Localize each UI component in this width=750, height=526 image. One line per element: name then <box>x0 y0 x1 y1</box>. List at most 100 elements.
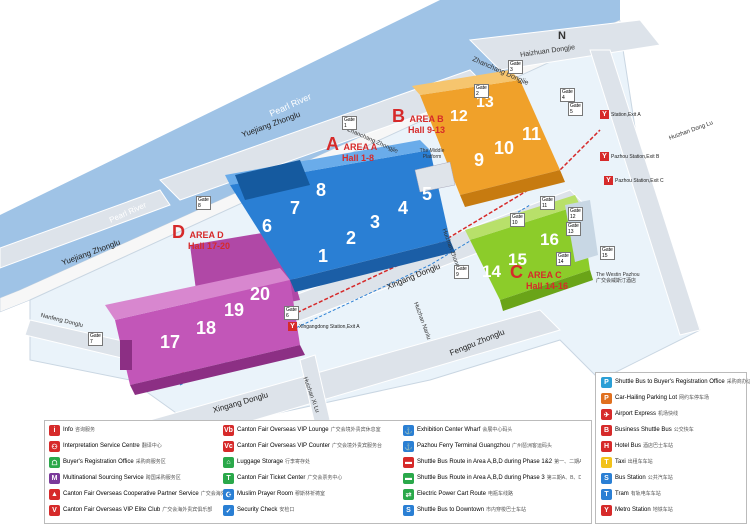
legend-right-item-label-zh: 公交快车 <box>673 427 694 433</box>
hall-15[interactable]: 15 <box>508 250 527 269</box>
legend-right-item-label: Shuttle Bus to Buyer's Registration Offi… <box>615 379 750 386</box>
hall-14[interactable]: 14 <box>482 262 501 281</box>
legend-bottom-item-icon: ⚓ <box>403 441 414 452</box>
metro-icon: Y <box>600 110 609 119</box>
gate-11[interactable]: Gate 11 <box>540 196 555 210</box>
hall-9[interactable]: 9 <box>474 150 485 170</box>
area-b-halls: Hall 9-13 <box>408 125 446 135</box>
hall-4[interactable]: 4 <box>398 198 409 218</box>
hall-3[interactable]: 3 <box>370 212 381 232</box>
gate-15[interactable]: Gate 15 <box>600 246 615 260</box>
legend-right-item-icon: ✈ <box>601 409 612 420</box>
legend-bottom-item-icon: ▬ <box>403 457 414 468</box>
hall-6[interactable]: 6 <box>262 216 273 236</box>
hall-18[interactable]: 18 <box>196 318 217 338</box>
legend-bottom-item-icon: ⇄ <box>403 489 414 500</box>
xingang-a-text: Xingangdong Station,Exit A <box>299 323 360 330</box>
hall-17[interactable]: 17 <box>160 332 181 352</box>
legend-bottom-item-icon: ✓ <box>223 505 234 516</box>
legend-bottom-item: ▲Canton Fair Overseas Cooperative Partne… <box>49 489 227 500</box>
westin-zh: 广交会威斯汀酒店 <box>596 278 637 284</box>
hall-2[interactable]: 2 <box>346 228 357 248</box>
gate-3[interactable]: Gate 3 <box>508 60 523 74</box>
westin-en: The Westin Pazhou <box>596 272 640 278</box>
gate-13[interactable]: Gate 13 <box>566 222 581 236</box>
hall-16[interactable]: 16 <box>540 230 559 249</box>
legend-bottom-item-icon: T <box>223 473 234 484</box>
area-a[interactable] <box>225 140 455 292</box>
legend-bottom-item-label: Shuttle Bus Route in Area A,B,D during P… <box>417 459 581 466</box>
gate-12[interactable]: Gate 12 <box>568 207 583 221</box>
legend-right-item-label-zh: 公共汽车站 <box>647 475 673 481</box>
legend-bottom-item-label-zh: 广交会海外合作伙伴服务中心 <box>200 491 227 497</box>
legend-bottom-item-icon: Vc <box>223 441 234 452</box>
gate-9[interactable]: Gate 9 <box>454 265 469 279</box>
hall-1[interactable]: 1 <box>318 246 329 266</box>
legend-bottom-item-label-zh: 安检口 <box>279 507 295 513</box>
gate-7[interactable]: Gate 7 <box>88 332 103 346</box>
road-yuejiang-left <box>0 189 171 269</box>
area-b[interactable] <box>412 70 565 207</box>
hall-10[interactable]: 10 <box>494 138 515 158</box>
legend-bottom-item-label-zh: 广交会境外贵宾服务台 <box>331 443 382 449</box>
hall-8[interactable]: 8 <box>316 180 327 200</box>
legend-right-item-icon: Y <box>601 505 612 516</box>
middle-platform <box>414 161 456 193</box>
area-c-label: C AREA C Hall 14-16 <box>510 263 568 291</box>
hall-19[interactable]: 19 <box>224 300 245 320</box>
area-b-letter: B <box>392 106 405 126</box>
xingang-a-label: Y Xingangdong Station,Exit A <box>288 322 360 331</box>
legend-bottom-item-label-zh: 翻译中心 <box>141 443 162 449</box>
station-a-text: Station,Exit A <box>611 111 641 118</box>
westin-label: The Westin Pazhou 广交会威斯汀酒店 <box>596 272 640 284</box>
gate-8[interactable]: Gate 8 <box>196 196 211 210</box>
legend-bottom-item-icon: S <box>403 505 414 516</box>
legend-right-item-label-zh: 出租车车站 <box>627 459 653 465</box>
gate-14[interactable]: Gate 14 <box>556 252 571 266</box>
area-a-label: A AREA A Hall 1-8 <box>326 135 377 163</box>
gate-10[interactable]: Gate 10 <box>510 213 525 227</box>
area-d-letter: D <box>172 222 185 242</box>
legend-bottom-item: ▬Shuttle Bus Route in Area A,B,D during … <box>403 473 581 484</box>
gate-6[interactable]: Gate 6 <box>284 306 299 320</box>
hall-11[interactable]: 11 <box>522 124 542 144</box>
legend-right-item-label-zh: 网约车停车场 <box>679 395 710 401</box>
gate-4[interactable]: Gate 4 <box>560 88 575 102</box>
legend-bottom-item-label-zh: 采购商服务区 <box>135 459 166 465</box>
middle-platform-label: The Middle Platform <box>419 148 445 160</box>
legend-bottom-item-icon: V <box>49 505 60 516</box>
legend-bottom-item-icon: ⚓ <box>403 425 414 436</box>
gate-2[interactable]: Gate 2 <box>474 84 489 98</box>
legend-bottom-item-label: Shuttle Bus Route in Area A,B,D during P… <box>417 475 581 482</box>
area-d[interactable] <box>105 230 305 395</box>
gate-1[interactable]: Gate 1 <box>342 116 357 130</box>
legend-bottom-item-icon: ⌂ <box>223 457 234 468</box>
legend-bottom-item-label-zh: 广交会票务中心 <box>307 475 343 481</box>
hall-7[interactable]: 7 <box>290 198 301 218</box>
hall-12[interactable]: 12 <box>450 108 468 125</box>
hall-5[interactable]: 5 <box>422 184 433 204</box>
hall-13[interactable]: 13 <box>476 94 494 111</box>
hall-20[interactable]: 20 <box>250 284 271 304</box>
gate-5[interactable]: Gate 5 <box>568 102 583 116</box>
station-a-label: Y Station,Exit A <box>600 110 641 119</box>
legend-right-item-icon: T <box>601 457 612 468</box>
